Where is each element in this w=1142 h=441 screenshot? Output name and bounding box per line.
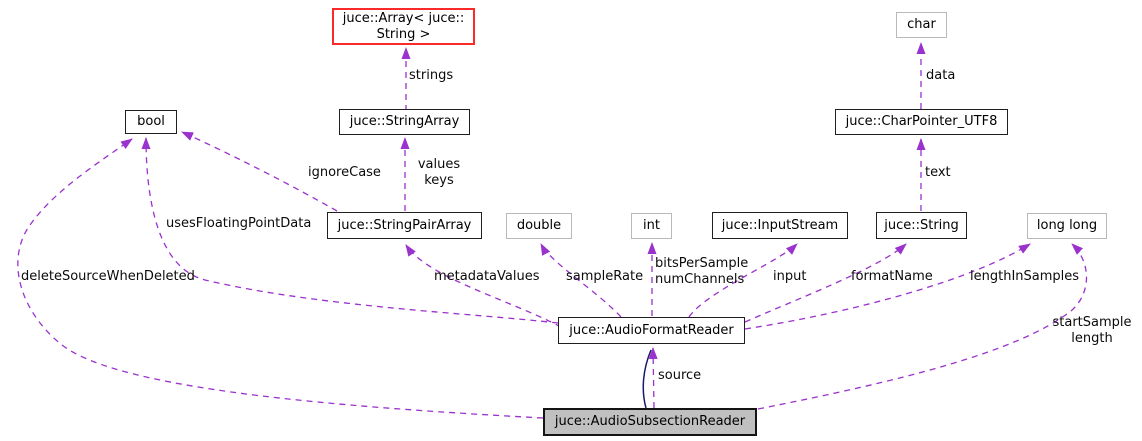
edge-metadata-values [405, 244, 562, 328]
edge-label-uses-floating-point-data: usesFloatingPointData [166, 216, 312, 231]
edge-label-length-in-samples: lengthInSamples [970, 269, 1080, 284]
edge-label-ignore-case: ignoreCase [308, 165, 381, 180]
node-string-array[interactable]: juce::StringArray [339, 109, 470, 135]
edge-uses-floating-point-data [141, 137, 559, 324]
edge-delete-source-when-deleted [17, 138, 544, 419]
edge-label-start-sample-length: startSample length [1052, 315, 1132, 346]
node-double: double [506, 213, 572, 239]
node-int: int [631, 213, 672, 239]
node-audio-format-reader[interactable]: juce::AudioFormatReader [558, 317, 745, 344]
node-audio-subsection-reader: juce::AudioSubsectionReader [543, 408, 757, 436]
edge-label-delete-source-when-deleted: deleteSourceWhenDeleted [21, 269, 195, 284]
edge-label-strings: strings [409, 68, 454, 83]
edge-label-format-name: formatName [851, 269, 933, 284]
edge-inheritance-source [642, 349, 652, 409]
edge-label-text: text [925, 165, 951, 180]
edge-label-metadata-values: metadataValues [434, 269, 540, 284]
edge-label-source: source [658, 368, 702, 383]
edge-label-sample-rate: sampleRate [566, 269, 644, 284]
edge-label-bits-per-sample: bitsPerSample numChannels [655, 256, 749, 287]
node-long-long: long long [1027, 213, 1107, 239]
edge-source [648, 347, 658, 409]
edge-sample-rate [540, 243, 622, 318]
node-array-string[interactable]: juce::Array< juce:: String > [332, 8, 475, 45]
edge-length-in-samples [744, 243, 1031, 330]
node-string-pair-array[interactable]: juce::StringPairArray [327, 212, 482, 239]
edge-start-sample-length [757, 243, 1088, 410]
node-bool: bool [125, 110, 177, 134]
node-input-stream[interactable]: juce::InputStream [712, 212, 848, 239]
edge-input [688, 243, 798, 318]
node-string[interactable]: juce::String [876, 212, 967, 239]
node-char: char [896, 12, 947, 38]
edge-label-data: data [926, 68, 956, 83]
edge-label-values-keys: values keys [417, 157, 461, 188]
edge-label-input: input [773, 269, 807, 284]
node-charpointer-utf8[interactable]: juce::CharPointer_UTF8 [835, 109, 1008, 135]
